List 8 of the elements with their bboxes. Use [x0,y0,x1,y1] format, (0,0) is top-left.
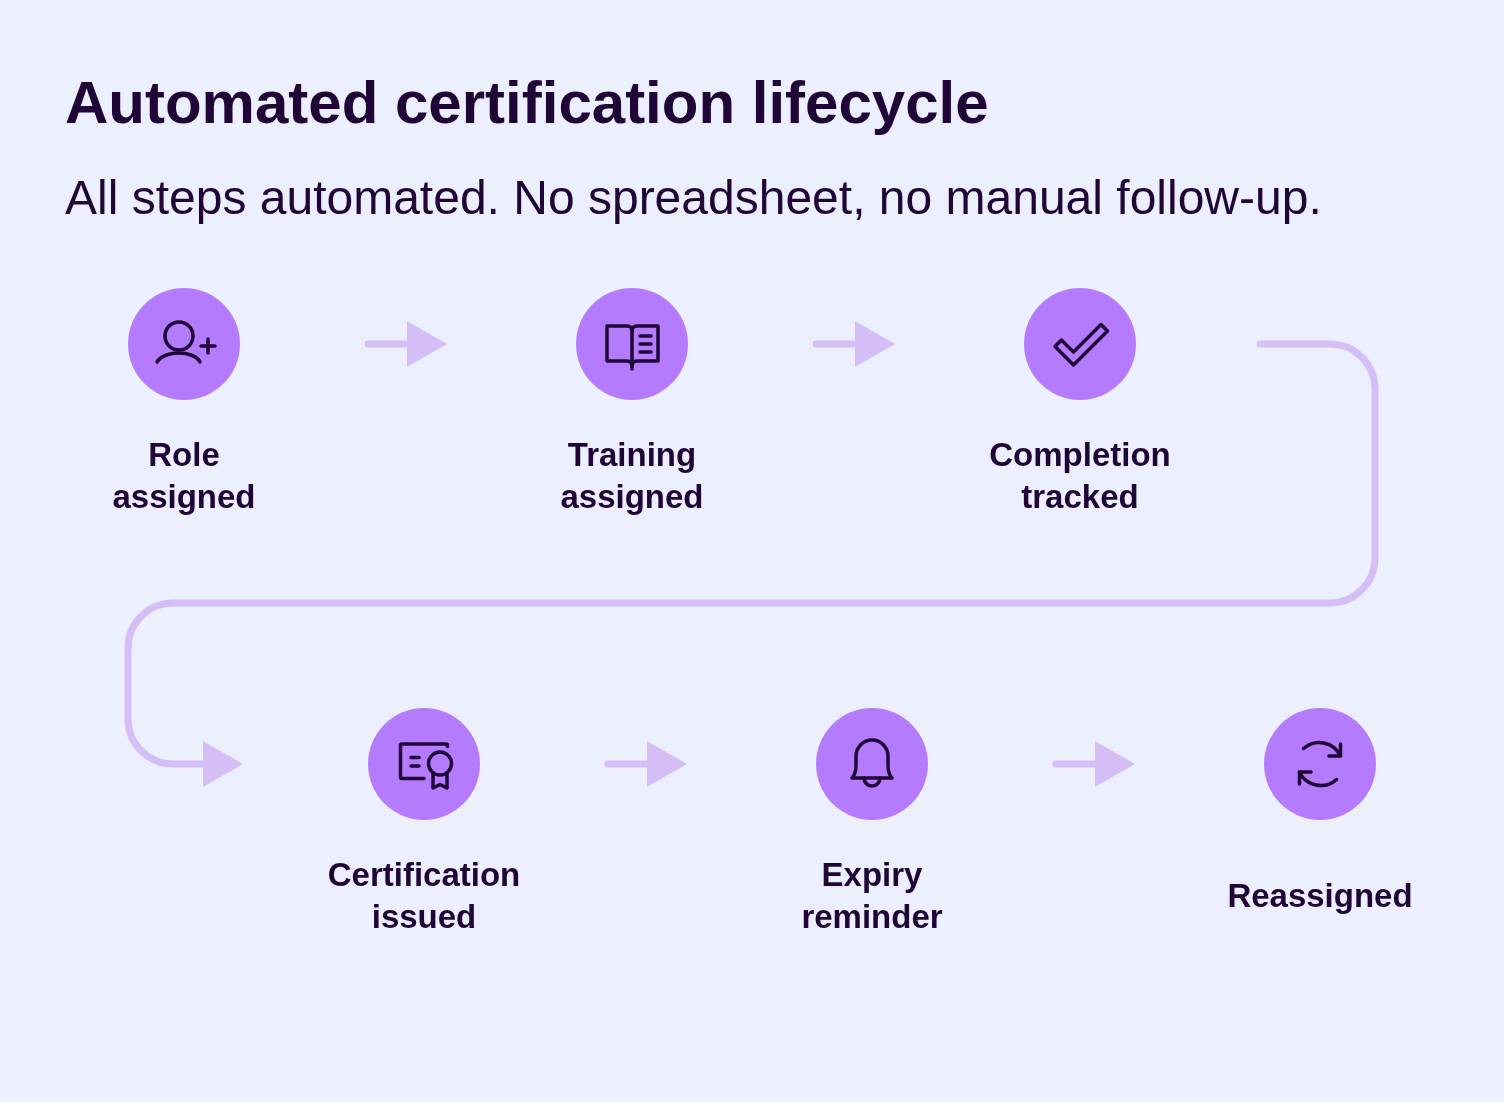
step-label: Completion tracked [989,435,1171,517]
title: Automated certification lifecycle [65,68,989,138]
step-label: Reassigned [1227,876,1413,916]
step-label: Role assigned [112,435,256,517]
step-label: Expiry reminder [801,855,943,937]
subtitle: All steps automated. No spreadsheet, no manual follow-up. [65,170,1322,226]
step-label: Certification issued [327,855,521,937]
step-label: Training assigned [560,435,704,517]
